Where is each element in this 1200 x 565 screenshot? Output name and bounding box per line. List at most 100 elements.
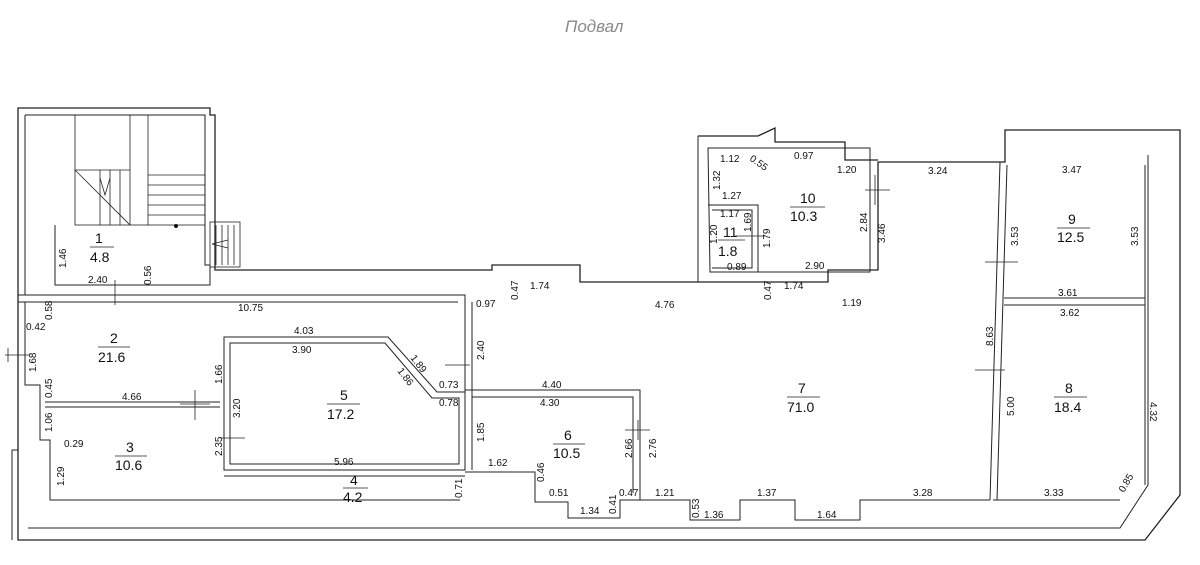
room-number: 8 [1065,380,1073,396]
room-number: 9 [1068,211,1076,227]
dimension-label: 10.75 [238,303,263,314]
dimension-label: 1.06 [44,412,55,432]
room-8-9-walls [975,161,1146,501]
dimension-label: 0.85 [1117,472,1136,495]
dimension-label: 2.90 [805,261,825,272]
dimension-label: 1.62 [488,458,508,469]
room-area: 10.5 [553,445,580,461]
dimension-label: 2.84 [859,212,870,232]
room-number: 5 [340,387,348,403]
dimension-label: 1.86 [395,366,416,388]
dimension-label: 1.89 [408,353,429,375]
room-area: 1.8 [718,243,738,259]
dimension-label: 2.35 [214,436,225,456]
dimension-label: 3.61 [1058,288,1078,299]
dimension-label: 3.46 [877,223,888,243]
dimension-label: 0.41 [608,494,619,514]
dimension-label: 4.03 [294,326,314,337]
dimension-label: 1.17 [720,209,740,220]
room-area: 21.6 [98,349,125,365]
dimension-label: 3.33 [1044,488,1064,499]
dimension-label: 0.46 [536,462,547,482]
dimension-label: 1.64 [817,510,837,521]
dimension-label: 4.76 [655,300,675,311]
dimension-label: 3.24 [928,166,948,177]
room-number: 3 [126,439,134,455]
dimension-label: 5.00 [1006,396,1017,416]
dimension-label: 0.53 [691,498,702,518]
dimension-label: 1.12 [720,154,740,165]
dimension-label: 0.56 [143,265,154,285]
dimension-label: 1.46 [58,248,69,268]
dimension-label: 1.85 [476,422,487,442]
room-6-walls [465,389,650,519]
dimension-label: 2.40 [88,275,108,286]
dimension-label: 1.32 [712,170,723,190]
room-number: 10 [800,190,816,206]
room-area: 4.8 [90,249,110,265]
staircase [74,114,241,268]
dimension-label: 3.90 [292,345,312,356]
room-area: 17.2 [327,406,354,422]
dimension-label: 0.47 [763,280,774,300]
dimension-label: 0.78 [439,398,459,409]
room-number: 7 [798,380,806,396]
dimension-label: 1.27 [722,191,742,202]
room-number: 1 [95,230,103,246]
dimension-label: 1.19 [842,298,862,309]
room-area: 10.6 [115,457,142,473]
left-rooms-walls [5,295,460,501]
room-4-walls [224,469,465,477]
dimension-labels: 1.46 2.40 0.56 10.75 0.58 0.42 1.68 0.45… [26,151,1158,521]
room-1-walls [54,225,211,305]
room-area: 18.4 [1054,399,1081,415]
dimension-label: 0.55 [747,153,770,173]
room-labels: 1 4.8 2 21.6 3 10.6 4 4.2 5 17.2 6 10.5 … [90,190,1090,505]
dimension-label: 1.74 [784,281,804,292]
dimension-label: 4.66 [122,392,142,403]
dimension-label: 3.62 [1060,308,1080,319]
room-number: 2 [110,330,118,346]
dimension-label: 2.76 [648,438,659,458]
dimension-label: 4.30 [540,398,560,409]
dimension-label: 2.66 [624,438,635,458]
dimension-label: 1.34 [580,506,600,517]
dimension-label: 1.66 [214,364,225,384]
dimension-label: 0.29 [64,439,84,450]
dimension-label: 4.32 [1147,402,1158,422]
dimension-label: 1.69 [743,212,754,232]
dimension-label: 1.20 [837,165,857,176]
outer-walls [11,107,1181,541]
dimension-label: 3.20 [232,398,243,418]
dimension-label: 0.42 [26,322,46,333]
dimension-label: 3.53 [1010,226,1021,246]
room-10-walls [707,147,890,273]
dimension-label: 0.97 [476,299,496,310]
room-5-walls [220,336,470,471]
room-number: 11 [723,224,738,240]
room-7-bottom-walls [640,499,990,521]
room-area: 4.2 [343,489,363,505]
dimension-label: 1.74 [530,281,550,292]
dimension-label: 1.36 [704,510,724,521]
dimension-label: 3.47 [1062,165,1082,176]
dimension-label: 0.73 [439,380,459,391]
dimension-label: 4.40 [542,380,562,391]
room-area: 12.5 [1057,229,1084,245]
room-area: 71.0 [787,399,814,415]
dimension-label: 0.89 [727,262,747,273]
dimension-label: 5.96 [334,457,354,468]
dimension-label: 1.21 [655,488,675,499]
dimension-label: 3.28 [913,488,933,499]
dimension-label: 0.45 [44,378,55,398]
dimension-label: 0.71 [454,478,465,498]
dimension-label: 1.79 [762,228,773,248]
dimension-label: 1.68 [28,352,39,372]
dimension-label: 1.20 [709,224,720,244]
dimension-label: 0.51 [549,488,569,499]
dimension-label: 0.58 [44,300,55,320]
dimension-label: 0.47 [510,280,521,300]
dimension-label: 1.37 [757,488,777,499]
stair-marker-dot [174,224,178,228]
